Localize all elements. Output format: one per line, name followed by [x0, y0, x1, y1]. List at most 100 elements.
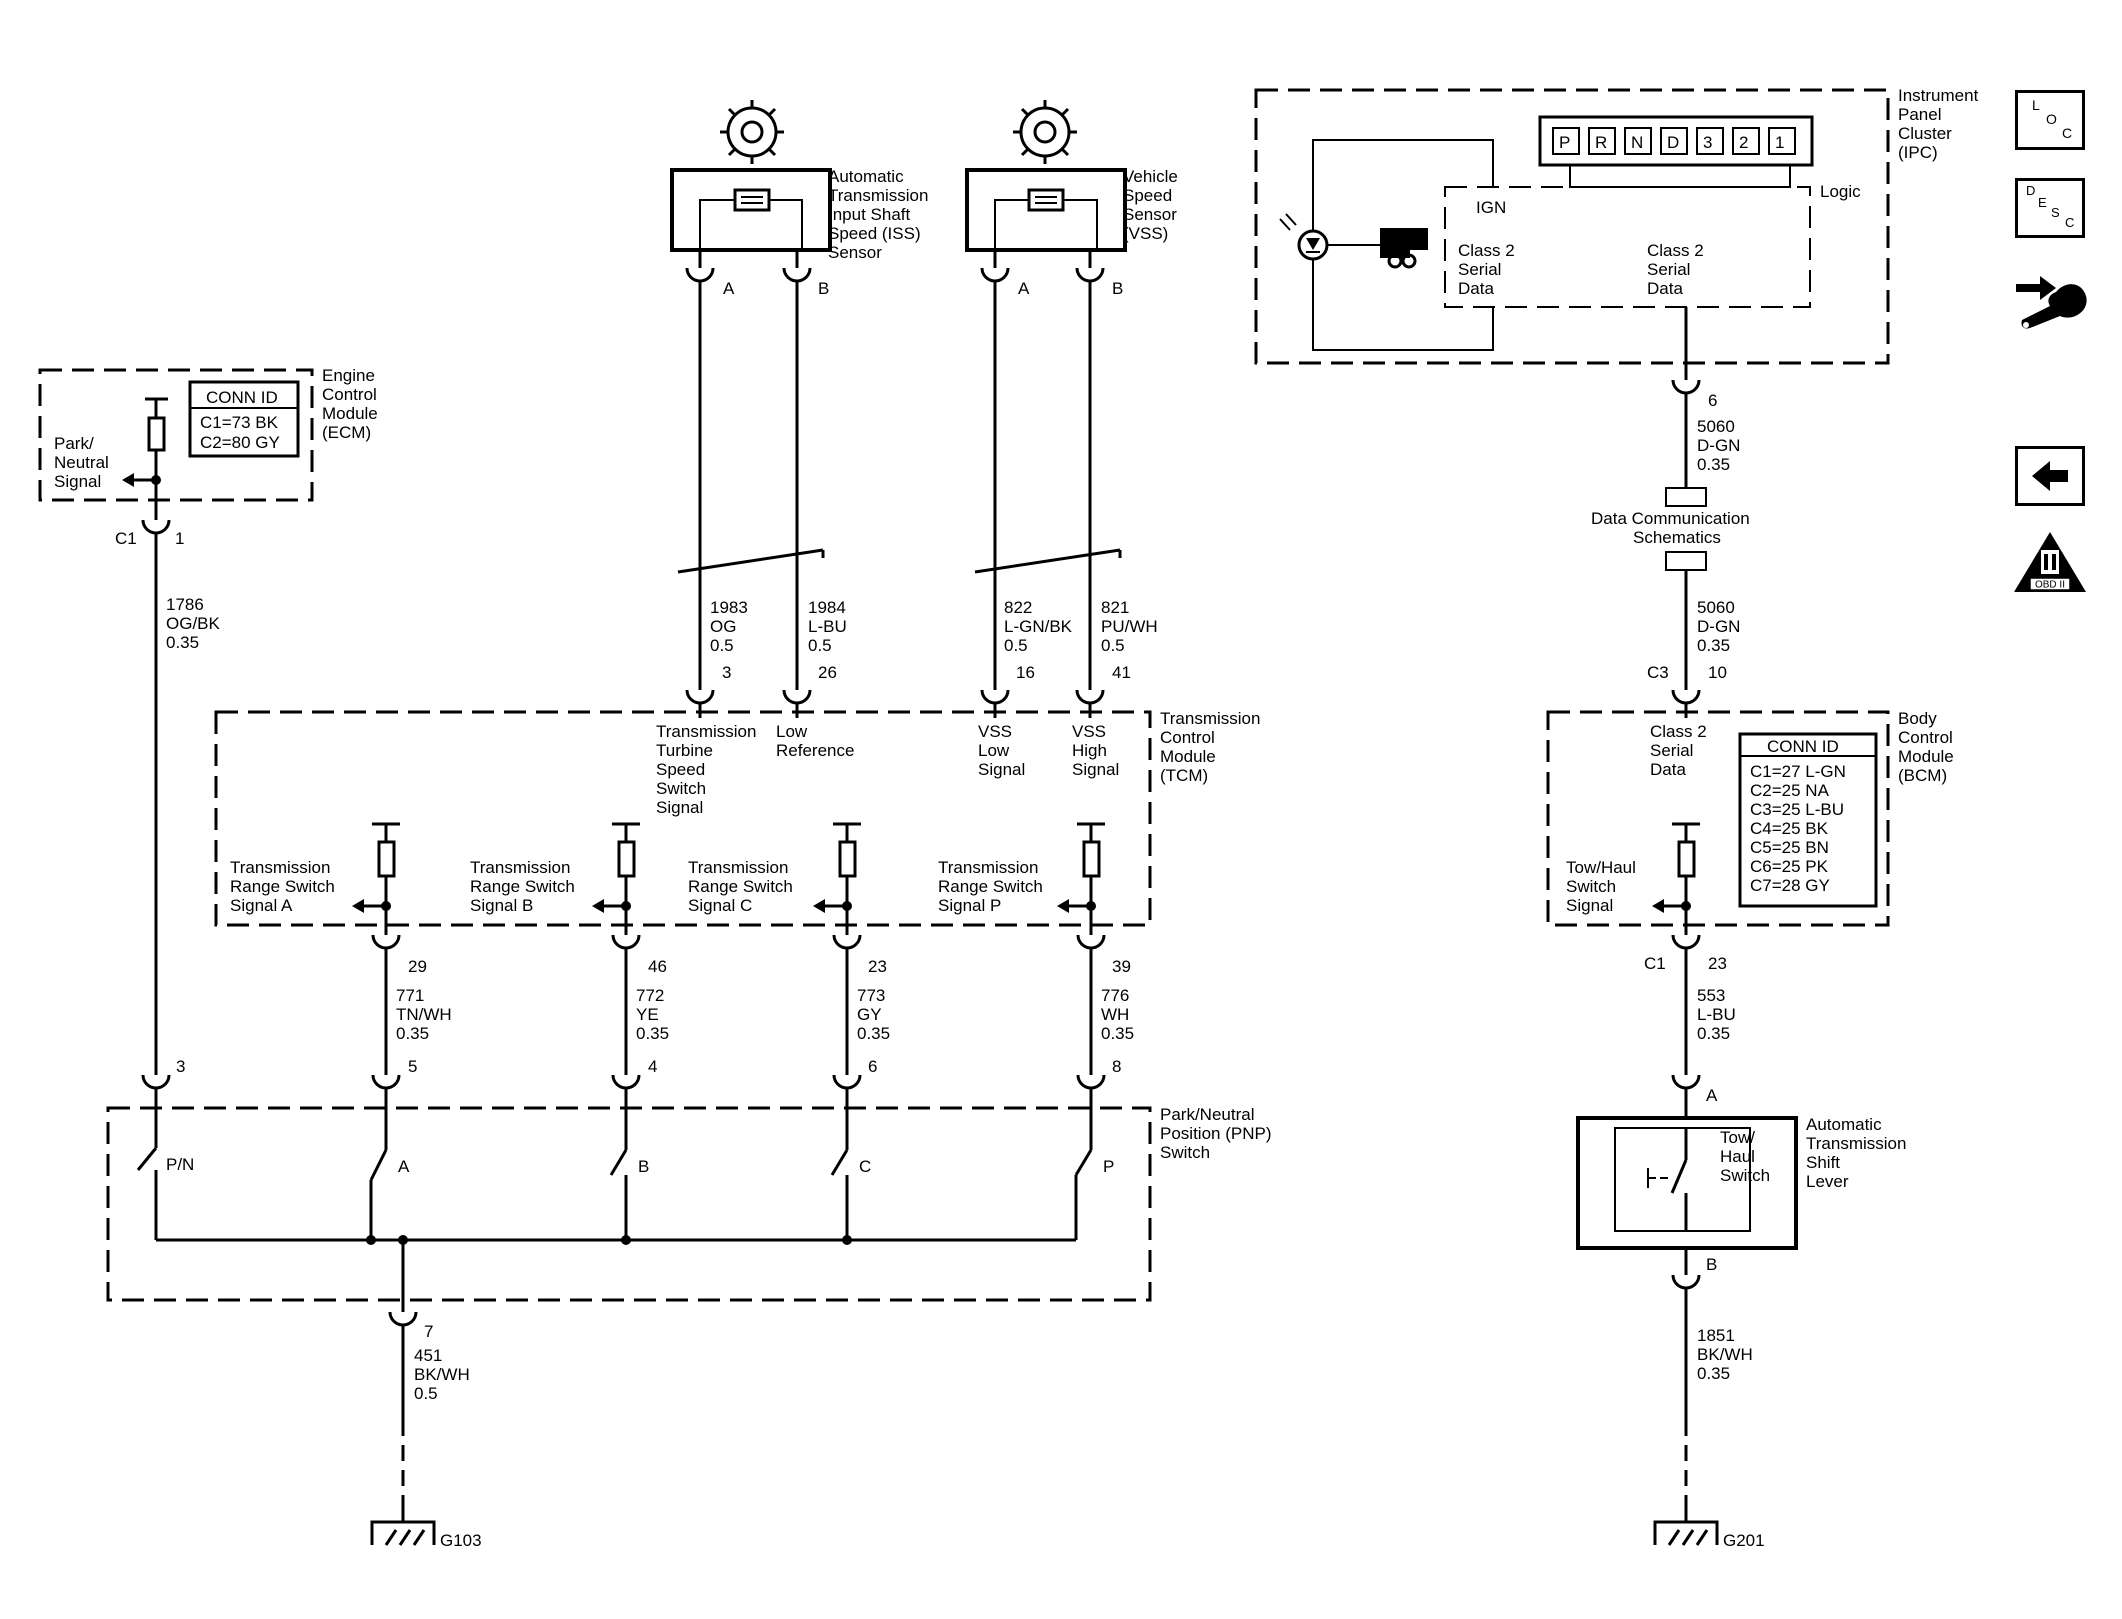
svg-text:Range Switch: Range Switch — [470, 877, 575, 896]
svg-text:R: R — [1595, 133, 1607, 152]
obd-ii-icon[interactable]: OBD II — [2010, 528, 2090, 598]
svg-text:N: N — [1631, 133, 1643, 152]
svg-text:BK/WH: BK/WH — [1697, 1345, 1753, 1364]
tcm-range-signal-c: Transmission — [688, 858, 788, 877]
svg-text:YE: YE — [636, 1005, 659, 1024]
svg-text:Serial: Serial — [1458, 260, 1501, 279]
ground-icon — [370, 1505, 436, 1546]
svg-text:C6=25 PK: C6=25 PK — [1750, 857, 1829, 876]
svg-text:C1: C1 — [1644, 954, 1666, 973]
svg-text:Signal C: Signal C — [688, 896, 752, 915]
svg-text:Schematics[interactable]: Schematics — [1633, 528, 1721, 547]
iss-title: Automatic — [828, 167, 904, 186]
svg-text:Class 2: Class 2 — [1458, 241, 1515, 260]
ipc-block: Instrument Panel Cluster (IPC) P R N D 3… — [1254, 86, 1979, 488]
svg-text:5060: 5060 — [1697, 598, 1735, 617]
svg-text:553: 553 — [1697, 986, 1725, 1005]
svg-text:A: A — [1706, 1086, 1718, 1105]
data-comm-reference[interactable]: Data Communication Schematics 5060 D-GN … — [1591, 487, 1750, 718]
svg-text:Range Switch: Range Switch — [688, 877, 793, 896]
svg-text:(BCM): (BCM) — [1898, 766, 1947, 785]
svg-text:Data: Data — [1647, 279, 1683, 298]
pnp-switch: Park/Neutral Position (PNP) Switch 3 5 4… — [106, 1057, 1271, 1550]
svg-text:6: 6 — [868, 1057, 877, 1076]
svg-text:Signal: Signal — [1566, 896, 1613, 915]
prndl-indicator: P R N D 3 2 1 — [1552, 127, 1796, 155]
svg-text:1851: 1851 — [1697, 1326, 1735, 1345]
ground-label-g103: G103 — [440, 1531, 482, 1550]
bcm-block: Body Control Module (BCM) Class 2 Serial… — [1546, 709, 1954, 1075]
prndl-display — [1538, 115, 1814, 167]
svg-text:Speed: Speed — [1123, 186, 1172, 205]
svg-text:822: 822 — [1004, 598, 1032, 617]
svg-text:451: 451 — [414, 1346, 442, 1365]
svg-text:5060: 5060 — [1697, 417, 1735, 436]
svg-text:PU/WH: PU/WH — [1101, 617, 1158, 636]
svg-text:Speed: Speed — [656, 760, 705, 779]
loc-icon[interactable]: L O C — [2015, 90, 2085, 150]
gear-icon — [720, 100, 784, 164]
svg-text:D: D — [1667, 133, 1679, 152]
svg-text:C1: C1 — [115, 529, 137, 548]
svg-text:B: B — [638, 1157, 649, 1176]
svg-text:C1=73 BK: C1=73 BK — [200, 413, 279, 432]
svg-text:821: 821 — [1101, 598, 1129, 617]
data-comm-link[interactable]: Data Communication — [1591, 509, 1750, 528]
tool-icon[interactable] — [2010, 270, 2090, 340]
svg-text:1: 1 — [175, 529, 184, 548]
svg-text:Data: Data — [1650, 760, 1686, 779]
svg-text:Reference: Reference — [776, 741, 854, 760]
svg-text:BK/WH: BK/WH — [414, 1365, 470, 1384]
shift-lever-block: A Tow/ Haul Switch Automatic Transmissio… — [1576, 1074, 1906, 1550]
svg-text:TN/WH: TN/WH — [396, 1005, 452, 1024]
svg-text:(ECM): (ECM) — [322, 423, 371, 442]
svg-text:Transmission: Transmission — [1806, 1134, 1906, 1153]
desc-icon[interactable]: D E S C — [2015, 178, 2085, 238]
svg-text:(TCM): (TCM) — [1160, 766, 1208, 785]
svg-text:0.5: 0.5 — [1004, 636, 1028, 655]
svg-text:7: 7 — [424, 1322, 433, 1341]
svg-text:Speed (ISS): Speed (ISS) — [828, 224, 921, 243]
svg-text:5: 5 — [408, 1057, 417, 1076]
tcm-input-low-ref: Low — [776, 722, 808, 741]
svg-text:Signal B: Signal B — [470, 896, 533, 915]
sensor-wires: 1983 OG 0.5 1984 L-BU 0.5 822 L-GN/BK 0.… — [677, 281, 1158, 718]
vss-sensor: Vehicle Speed Sensor (VSS) A B — [965, 100, 1178, 298]
svg-text:C5=25 BN: C5=25 BN — [1750, 838, 1829, 857]
svg-text:Signal: Signal — [1072, 760, 1119, 779]
svg-text:C7=28 GY: C7=28 GY — [1750, 876, 1830, 895]
svg-text:0.35: 0.35 — [1697, 1024, 1730, 1043]
svg-text:0.35: 0.35 — [636, 1024, 669, 1043]
ecm-pn-signal-label: Park/ — [54, 434, 94, 453]
tow-haul-switch-label: Tow/ — [1720, 1128, 1755, 1147]
svg-text:Panel: Panel — [1898, 105, 1941, 124]
svg-text:Signal: Signal — [656, 798, 703, 817]
svg-text:OG: OG — [710, 617, 736, 636]
tcm-range-signal-p: Transmission — [938, 858, 1038, 877]
svg-text:Range Switch: Range Switch — [230, 877, 335, 896]
svg-text:P: P — [1559, 133, 1570, 152]
svg-text:0.5: 0.5 — [1101, 636, 1125, 655]
svg-text:26: 26 — [818, 663, 837, 682]
back-arrow-icon[interactable] — [2015, 446, 2085, 506]
tcm-range-signal-a: Transmission — [230, 858, 330, 877]
svg-text:3: 3 — [176, 1057, 185, 1076]
tcm-input-vss-high: VSS — [1072, 722, 1106, 741]
svg-text:C3=25 L-BU: C3=25 L-BU — [1750, 800, 1844, 819]
svg-text:2: 2 — [1739, 133, 1748, 152]
svg-text:6: 6 — [1708, 391, 1717, 410]
svg-text:Sensor: Sensor — [1123, 205, 1177, 224]
range-wires: 29 46 23 39 771 TN/WH 0.35 772 YE 0.35 7… — [371, 934, 1134, 1075]
svg-text:B: B — [1112, 279, 1123, 298]
svg-text:A: A — [723, 279, 735, 298]
ecm-title: Engine — [322, 366, 375, 385]
svg-text:Switch: Switch — [1566, 877, 1616, 896]
svg-text:L-GN/BK: L-GN/BK — [1004, 617, 1073, 636]
bcm-conn-id-header: CONN ID — [1767, 737, 1839, 756]
svg-text:0.5: 0.5 — [710, 636, 734, 655]
ecm-block: Engine Control Module (ECM) CONN ID C1=7… — [38, 366, 378, 1075]
svg-text:Module: Module — [1160, 747, 1216, 766]
svg-text:0.35: 0.35 — [857, 1024, 890, 1043]
svg-text:10: 10 — [1708, 663, 1727, 682]
svg-text:P/N: P/N — [166, 1155, 194, 1174]
